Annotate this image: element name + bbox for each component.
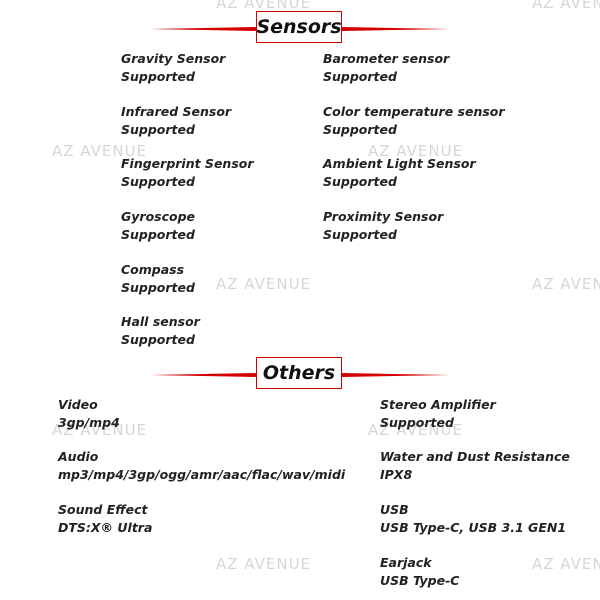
watermark: AZ AVENUE [532,0,600,12]
spec-value: Supported [121,122,195,137]
spec-name: Stereo Amplifier [380,397,496,412]
watermark: AZ AVENUE [532,555,600,573]
header-divider-left [150,373,258,377]
watermark: AZ AVENUE [368,421,464,439]
watermark: AZ AVENUE [216,275,312,293]
spec-name: Water and Dust Resistance [380,449,570,464]
spec-name: Gyroscope [121,209,196,224]
others-header: Others [0,357,600,391]
spec-item: Barometer sensor Supported [323,50,449,86]
section-title: Others [256,357,342,389]
watermark: AZ AVENUE [216,555,312,573]
spec-item: Sound Effect DTS:X® Ultra [58,501,152,537]
section-title: Sensors [256,11,342,43]
spec-value: USB Type-C, USB 3.1 GEN1 [380,520,567,535]
spec-item: Stereo Amplifier Supported [380,396,496,432]
spec-item: USB USB Type-C, USB 3.1 GEN1 [380,501,566,537]
spec-value: Supported [323,174,397,189]
spec-item: Gyroscope Supported [121,208,195,244]
spec-item: Compass Supported [121,261,195,297]
spec-value: Supported [380,415,454,430]
spec-name: Earjack [380,555,432,570]
spec-name: USB [380,502,409,517]
spec-item: Ambient Light Sensor Supported [323,155,476,191]
spec-item: Audio mp3/mp4/3gp/ogg/amr/aac/flac/wav/m… [58,448,345,484]
spec-item: Gravity Sensor Supported [121,50,225,86]
spec-name: Gravity Sensor [121,51,226,66]
spec-name: Sound Effect [58,502,148,517]
spec-value: Supported [323,122,397,137]
watermark: AZ AVENUE [532,275,600,293]
spec-item: Video 3gp/mp4 [58,396,120,432]
spec-item: Proximity Sensor Supported [323,208,443,244]
spec-name: Hall sensor [121,314,200,329]
spec-name: Color temperature sensor [323,104,505,119]
spec-value: Supported [121,280,195,295]
spec-name: Fingerprint Sensor [121,156,254,171]
spec-name: Audio [58,449,99,464]
spec-value: Supported [121,227,195,242]
header-divider-right [342,27,450,31]
spec-value: Supported [323,227,397,242]
watermark: AZ AVENUE [216,0,312,12]
watermark: AZ AVENUE [52,142,148,160]
watermark: AZ AVENUE [52,421,148,439]
header-divider-right [342,373,450,377]
spec-value: Supported [121,69,195,84]
spec-item: Fingerprint Sensor Supported [121,155,254,191]
header-divider-left [150,27,258,31]
spec-value: DTS:X® Ultra [58,520,153,535]
spec-value: mp3/mp4/3gp/ogg/amr/aac/flac/wav/midi [58,467,346,482]
spec-value: Supported [121,332,195,347]
spec-item: Water and Dust Resistance IPX8 [380,448,570,484]
spec-name: Infrared Sensor [121,104,232,119]
spec-name: Proximity Sensor [323,209,444,224]
spec-value: 3gp/mp4 [58,415,120,430]
spec-name: Ambient Light Sensor [323,156,476,171]
spec-name: Barometer sensor [323,51,450,66]
spec-item: Earjack USB Type-C [380,554,459,590]
spec-value: Supported [323,69,397,84]
sensors-header: Sensors [0,11,600,45]
spec-name: Video [58,397,98,412]
spec-item: Hall sensor Supported [121,313,200,349]
spec-value: IPX8 [380,467,413,482]
spec-name: Compass [121,262,185,277]
spec-item: Color temperature sensor Supported [323,103,505,139]
spec-value: USB Type-C [380,573,460,588]
spec-item: Infrared Sensor Supported [121,103,231,139]
spec-value: Supported [121,174,195,189]
watermark: AZ AVENUE [368,142,464,160]
